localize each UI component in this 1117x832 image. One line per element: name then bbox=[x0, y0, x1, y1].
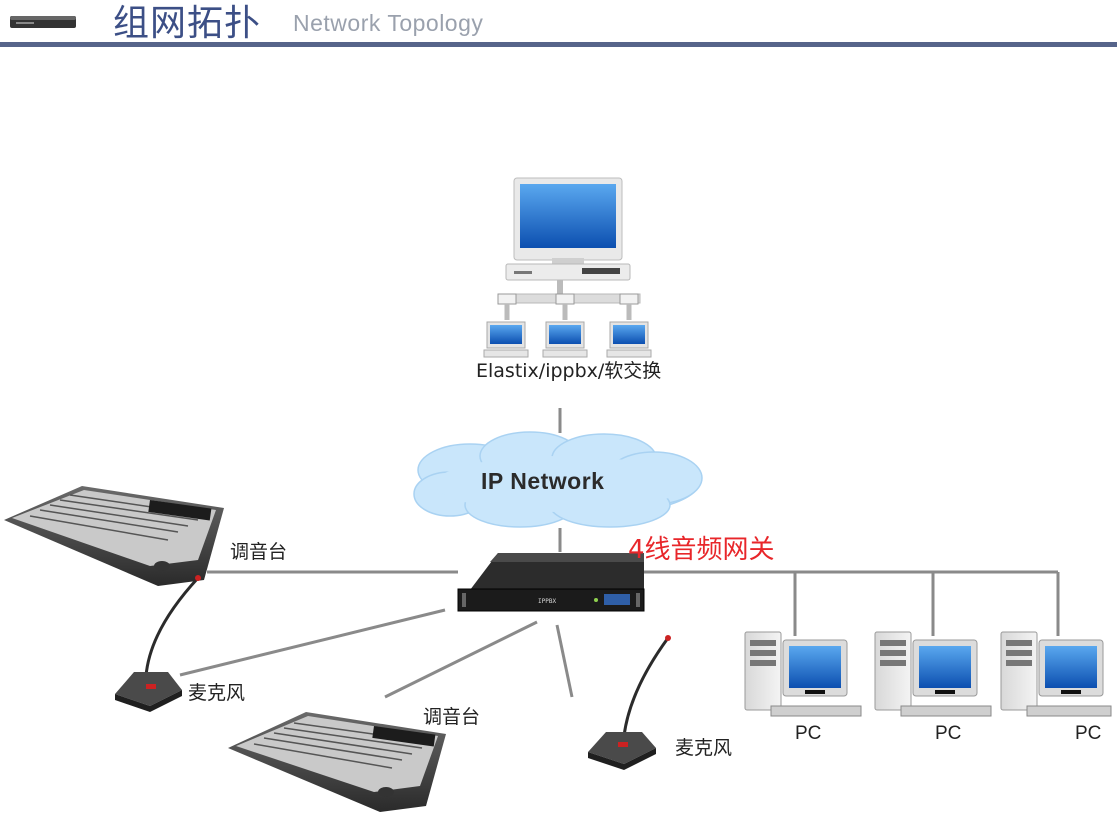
ip-network-cloud-icon bbox=[413, 431, 703, 528]
mic-right-label: 麦克风 bbox=[675, 737, 733, 759]
pc-1-icon bbox=[744, 631, 862, 717]
gateway-front-text: IPPBX bbox=[538, 598, 556, 605]
pc-1-label: PC bbox=[795, 723, 822, 744]
mixing-console-bottom-icon bbox=[228, 712, 446, 812]
server-workstation-icon bbox=[483, 177, 652, 358]
console-bottom-label: 调音台 bbox=[423, 706, 481, 728]
server-label: Elastix/ippbx/软交换 bbox=[476, 360, 662, 382]
microphone-left-icon bbox=[115, 575, 201, 712]
mixing-console-top-icon bbox=[4, 486, 224, 586]
cloud-label: IP Network bbox=[481, 468, 605, 494]
page-subtitle: Network Topology bbox=[293, 10, 484, 36]
mic-right-link bbox=[555, 624, 574, 698]
pc-3-label: PC bbox=[1075, 723, 1102, 744]
pc-2-icon bbox=[874, 631, 992, 717]
pc-2-label: PC bbox=[935, 723, 962, 744]
microphone-right-icon bbox=[588, 635, 671, 770]
mic-left-link bbox=[179, 608, 446, 677]
console-bottom-link bbox=[384, 620, 538, 699]
page-title: 组网拓扑 bbox=[113, 3, 262, 44]
console-top-label: 调音台 bbox=[230, 541, 288, 563]
links bbox=[179, 408, 1060, 699]
mic-left-label: 麦克风 bbox=[188, 682, 246, 704]
audio-gateway-device-icon: IPPBX bbox=[457, 553, 645, 612]
device-thumbnail-icon bbox=[10, 16, 76, 28]
pc-3-icon bbox=[1000, 631, 1112, 717]
header-divider bbox=[0, 42, 1117, 47]
gateway-label: 4线音频网关 bbox=[628, 535, 775, 565]
page-header: 组网拓扑 Network Topology bbox=[0, 0, 1117, 48]
